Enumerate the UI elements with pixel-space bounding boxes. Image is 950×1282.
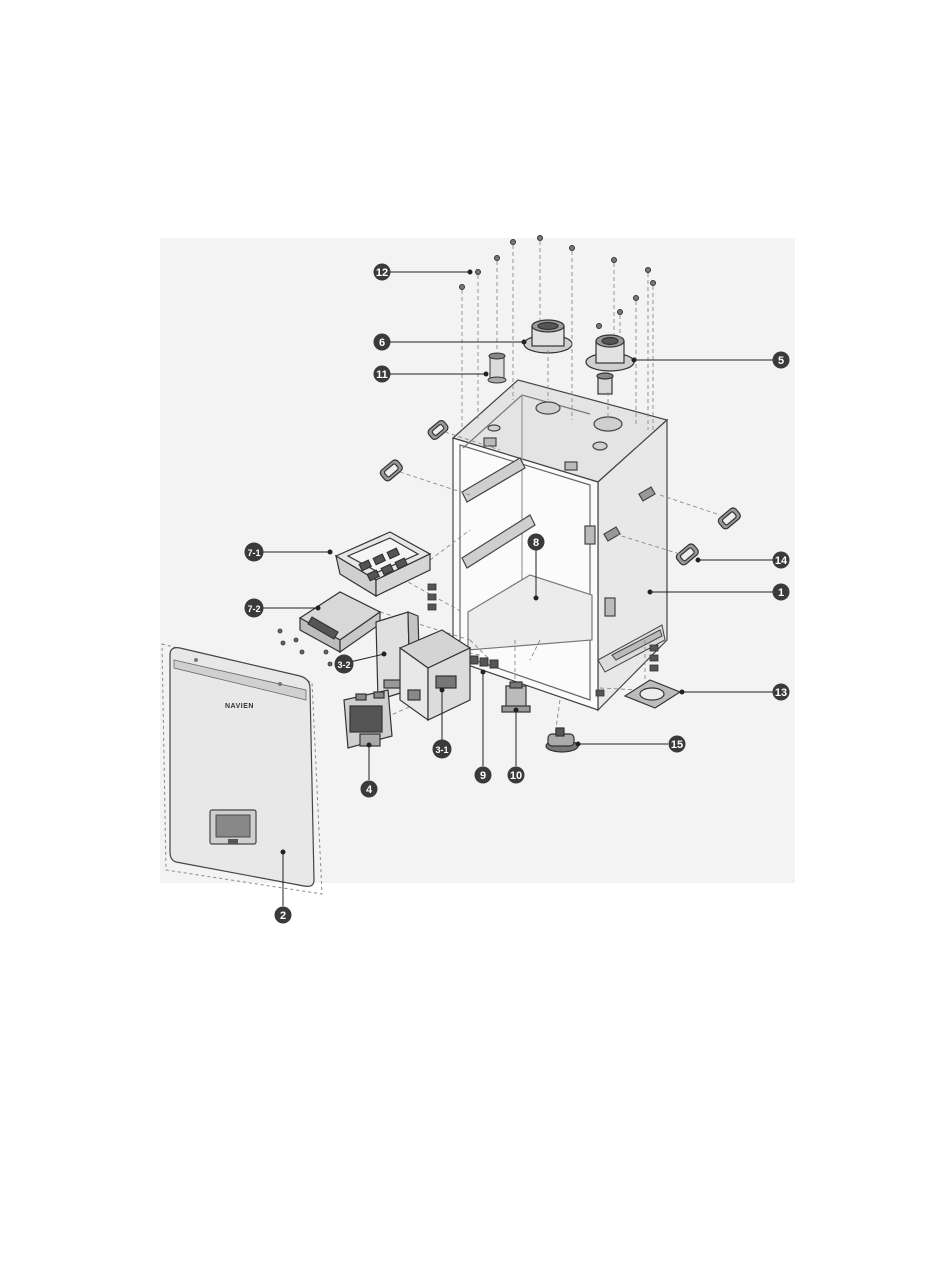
svg-text:2: 2: [280, 910, 286, 922]
svg-text:7-2: 7-2: [247, 604, 260, 614]
front-cover-2: NAVIEN: [162, 644, 322, 894]
svg-text:1: 1: [778, 587, 784, 599]
brand-label: NAVIEN: [225, 703, 254, 710]
svg-text:10: 10: [510, 770, 522, 782]
callout-14: 14: [773, 552, 790, 569]
callout-2: 2: [275, 907, 292, 924]
svg-text:12: 12: [376, 267, 388, 279]
callout-3-1: 3-1: [433, 740, 452, 759]
callout-4: 4: [361, 781, 378, 798]
svg-text:11: 11: [376, 369, 388, 381]
svg-text:7-1: 7-1: [247, 548, 260, 558]
svg-text:3-2: 3-2: [337, 660, 350, 670]
svg-text:15: 15: [671, 739, 683, 751]
svg-text:8: 8: [533, 537, 539, 549]
callout-6: 6: [374, 334, 391, 351]
callout-8: 8: [528, 534, 545, 551]
callout-3-2: 3-2: [335, 655, 354, 674]
svg-text:5: 5: [778, 355, 784, 367]
callout-11: 11: [374, 366, 391, 383]
callout-15: 15: [669, 736, 686, 753]
callout-7-1: 7-1: [245, 543, 264, 562]
svg-text:14: 14: [775, 555, 788, 567]
svg-text:13: 13: [775, 687, 787, 699]
pipe-fitting-11: [488, 353, 506, 383]
svg-text:4: 4: [366, 784, 373, 796]
svg-text:3-1: 3-1: [435, 745, 448, 755]
callout-5: 5: [773, 352, 790, 369]
callout-10: 10: [508, 767, 525, 784]
callout-13: 13: [773, 684, 790, 701]
callout-12: 12: [374, 264, 391, 281]
callout-9: 9: [475, 767, 492, 784]
callout-1: 1: [773, 584, 790, 601]
svg-text:6: 6: [379, 337, 385, 349]
svg-text:9: 9: [480, 770, 486, 782]
callout-7-2: 7-2: [245, 599, 264, 618]
connector-stack-left: [428, 584, 436, 610]
